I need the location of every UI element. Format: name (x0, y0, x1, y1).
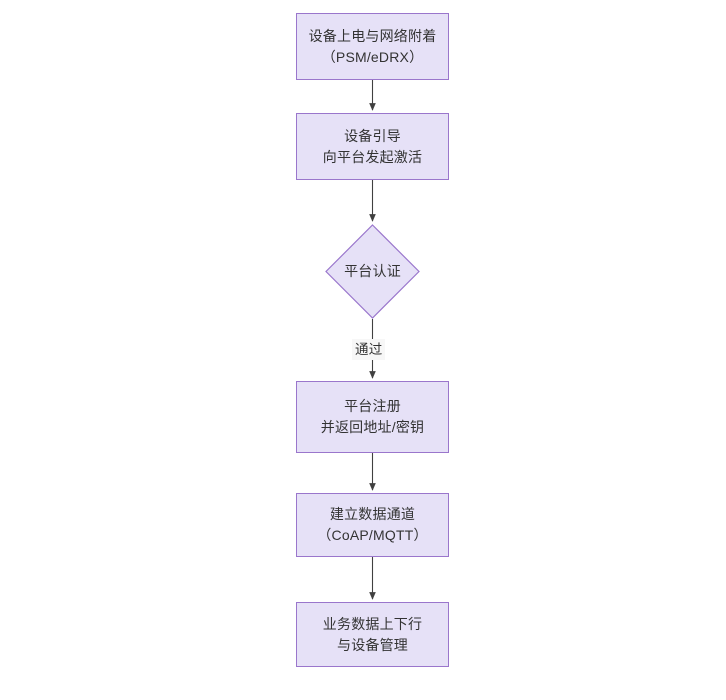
node-bootstrap-line-2: 向平台发起激活 (322, 148, 423, 165)
node-power-on-line-1: 设备上电与网络附着 (308, 27, 437, 44)
node-power-on-line-2: （PSM/eDRX） (321, 48, 424, 65)
edge-label-pass-text: 通过 (355, 342, 383, 357)
node-service-data[interactable]: 业务数据上下行 与设备管理 (296, 602, 449, 667)
decision-diamond-shape (325, 224, 420, 319)
node-platform-register-line-1: 平台注册 (344, 398, 401, 414)
node-platform-auth[interactable]: 平台认证 (325, 224, 420, 319)
node-service-data-line-2: 与设备管理 (337, 636, 408, 653)
edge-label-pass: 通过 (352, 339, 386, 360)
node-bootstrap-line-1: 设备引导 (344, 127, 401, 144)
node-data-channel-line-1: 建立数据通道 (329, 506, 416, 522)
node-platform-register[interactable]: 平台注册 并返回地址/密钥 (296, 381, 449, 453)
node-platform-auth-label: 平台认证 (344, 263, 401, 279)
node-data-channel[interactable]: 建立数据通道 （CoAP/MQTT） (296, 493, 449, 557)
node-service-data-line-1: 业务数据上下行 (322, 615, 423, 632)
node-platform-register-line-2: 并返回地址/密钥 (320, 419, 425, 435)
node-power-on[interactable]: 设备上电与网络附着 （PSM/eDRX） (296, 13, 449, 80)
node-bootstrap[interactable]: 设备引导 向平台发起激活 (296, 113, 449, 180)
node-data-channel-line-2: （CoAP/MQTT） (317, 527, 428, 543)
